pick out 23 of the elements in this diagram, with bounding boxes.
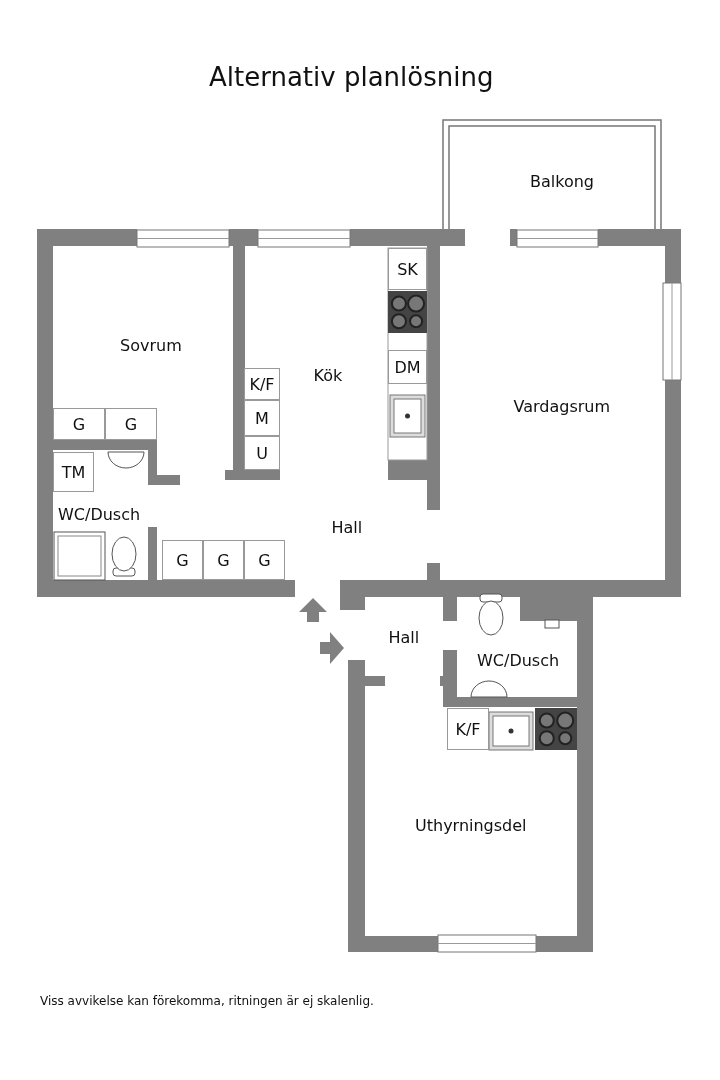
cabinet-box: G: [105, 408, 157, 440]
cabinet-box: G: [203, 540, 244, 580]
cabinet-box: G: [53, 408, 105, 440]
caption: Viss avvikelse kan förekomma, ritningen är ej skalenlig.: [40, 994, 374, 1008]
room-label: Kök: [313, 365, 343, 385]
title: Alternativ planlösning: [209, 62, 494, 92]
room-label: Uthyrningsdel: [415, 815, 527, 835]
cabinet-box: SK: [388, 248, 427, 290]
cabinet-box: G: [162, 540, 203, 580]
room-label: Sovrum: [120, 335, 182, 355]
cabinet-box: M: [244, 400, 280, 436]
cabinet-box: K/F: [447, 708, 489, 750]
room-label: WC/Dusch: [58, 504, 141, 524]
room-label: Hall: [331, 517, 363, 537]
cabinet-box: U: [244, 436, 280, 470]
cabinet-box: TM: [53, 452, 94, 492]
room-label: WC/Dusch: [477, 650, 560, 670]
room-label: Hall: [388, 627, 420, 647]
cabinet-box: DM: [388, 350, 427, 384]
room-label: Vardagsrum: [513, 396, 611, 416]
cabinet-box: G: [244, 540, 285, 580]
room-label: Balkong: [530, 171, 594, 191]
cabinet-box: K/F: [244, 368, 280, 400]
